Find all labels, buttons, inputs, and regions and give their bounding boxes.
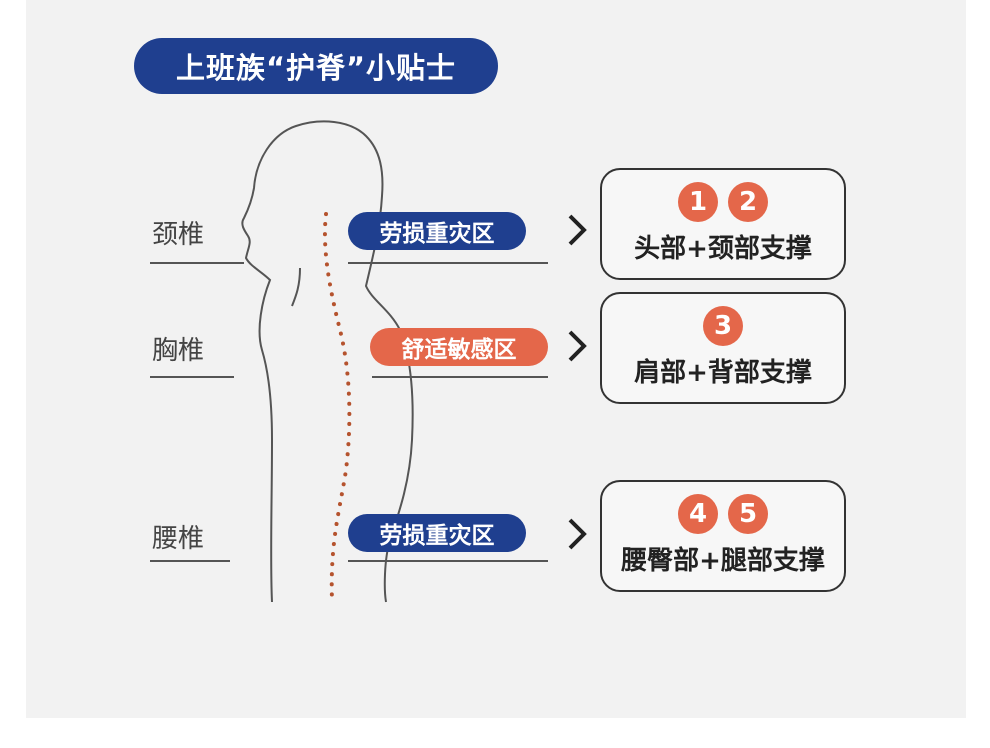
- zone-pill-thoracic: 舒适敏感区: [370, 328, 548, 366]
- number-badge: 1: [678, 182, 718, 222]
- divider-cervical-left: [150, 262, 244, 264]
- support-text: 腰臀部+腿部支撑: [621, 546, 825, 576]
- support-box-shoulder-back: 3 肩部+背部支撑: [600, 292, 846, 404]
- zone-label-thoracic: 舒适敏感区: [401, 337, 517, 363]
- zone-pill-lumbar: 劳损重灾区: [348, 514, 526, 552]
- divider-thoracic-left: [150, 376, 234, 378]
- badge-group: 4 5: [602, 494, 844, 534]
- title-banner: 上班族“护脊”小贴士: [134, 38, 498, 94]
- support-text: 肩部+背部支撑: [634, 358, 812, 388]
- chevron-right-icon: [568, 214, 587, 246]
- divider-cervical-right: [348, 262, 548, 264]
- zone-pill-cervical: 劳损重灾区: [348, 212, 526, 250]
- divider-lumbar-right: [348, 560, 548, 562]
- number-badge: 4: [678, 494, 718, 534]
- divider-lumbar-left: [150, 560, 230, 562]
- chevron-right-icon: [568, 518, 587, 550]
- badge-group: 3: [602, 306, 844, 346]
- support-box-head-neck: 1 2 头部+颈部支撑: [600, 168, 846, 280]
- support-box-waist-leg: 4 5 腰臀部+腿部支撑: [600, 480, 846, 592]
- number-badge: 5: [728, 494, 768, 534]
- label-cervical-spine: 颈椎: [152, 220, 205, 250]
- label-lumbar-spine: 腰椎: [152, 524, 205, 554]
- number-badge: 3: [703, 306, 743, 346]
- chevron-right-icon: [568, 330, 587, 362]
- support-text: 头部+颈部支撑: [634, 234, 812, 264]
- label-thoracic-spine: 胸椎: [152, 336, 205, 366]
- zone-label-lumbar: 劳损重灾区: [379, 523, 495, 549]
- divider-thoracic-right: [372, 376, 548, 378]
- number-badge: 2: [728, 182, 768, 222]
- title-text: 上班族“护脊”小贴士: [175, 51, 457, 85]
- badge-group: 1 2: [602, 182, 844, 222]
- spine-dotted-line: [322, 212, 352, 602]
- zone-label-cervical: 劳损重灾区: [379, 221, 495, 247]
